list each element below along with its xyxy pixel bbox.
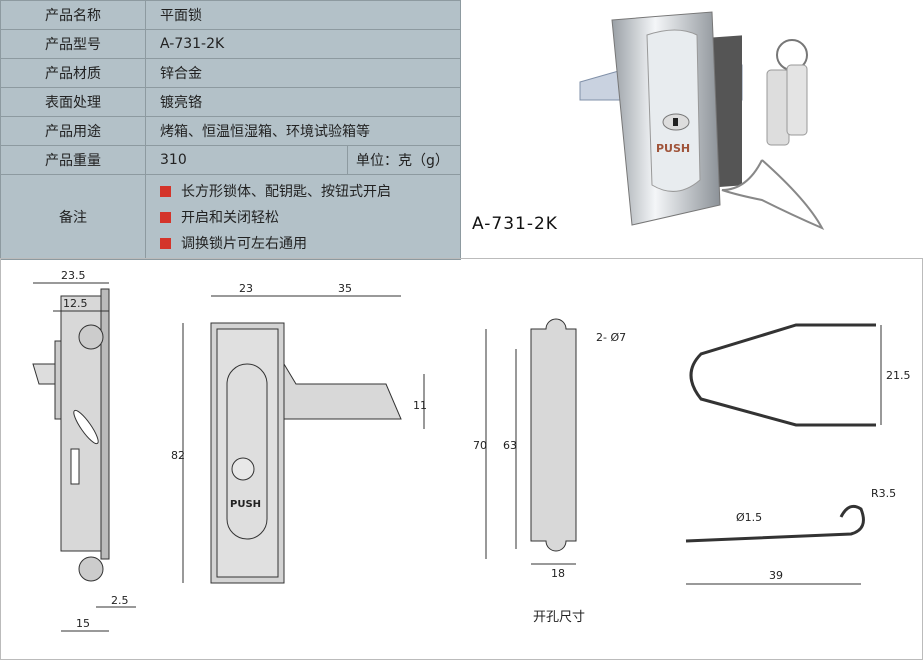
note-text: 开启和关闭轻松 xyxy=(181,210,279,226)
bullet-icon xyxy=(160,185,171,197)
dim-label: R3.5 xyxy=(871,487,896,500)
dim-label: 18 xyxy=(551,567,565,580)
row-value: 烤箱、恒温恒湿箱、环境试验箱等 xyxy=(145,116,461,146)
row-value: 锌合金 xyxy=(145,58,461,88)
product-photo: PUSH A-731-2K xyxy=(462,0,923,257)
side-view: 23.5 12.5 2.5 15 xyxy=(32,269,136,632)
note-text: 调换锁片可左右通用 xyxy=(181,236,307,252)
row-label: 产品材质 xyxy=(0,58,146,88)
technical-drawing: 23.5 12.5 2.5 15 PUSH 23 35 82 11 2- Ø7 … xyxy=(0,258,923,660)
table-row: 备注 长方形锁体、配钥匙、按钮式开启 开启和关闭轻松 调换锁片可左右通用 xyxy=(0,174,461,260)
notes-label: 备注 xyxy=(0,174,146,260)
bullet-icon xyxy=(160,211,171,223)
dim-label: 12.5 xyxy=(63,297,88,310)
weight-unit: 单位：克（g） xyxy=(347,145,461,175)
dim-label: 63 xyxy=(503,439,517,452)
lock-photo-illustration: PUSH xyxy=(579,11,825,231)
dim-label: 21.5 xyxy=(886,369,911,382)
dim-label: 82 xyxy=(171,449,185,462)
note-text: 长方形锁体、配钥匙、按钮式开启 xyxy=(181,184,391,200)
note-item: 开启和关闭轻松 xyxy=(160,204,460,230)
table-row: 产品用途烤箱、恒温恒湿箱、环境试验箱等 xyxy=(0,116,461,146)
row-label: 产品名称 xyxy=(0,0,146,30)
dim-label: 35 xyxy=(338,282,352,295)
row-label: 产品重量 xyxy=(0,145,146,175)
note-item: 长方形锁体、配钥匙、按钮式开启 xyxy=(160,178,460,204)
table-row: 产品名称平面锁 xyxy=(0,0,461,30)
row-value: 310 xyxy=(145,145,348,175)
dim-label: 2- Ø7 xyxy=(596,331,626,344)
cutout-caption: 开孔尺寸 xyxy=(533,610,585,625)
dim-label: 39 xyxy=(769,569,783,582)
row-value: 镀亮铬 xyxy=(145,87,461,117)
model-label: A-731-2K xyxy=(472,214,558,234)
notes-list: 长方形锁体、配钥匙、按钮式开启 开启和关闭轻松 调换锁片可左右通用 xyxy=(145,174,461,260)
push-label: PUSH xyxy=(230,499,261,510)
push-label: PUSH xyxy=(656,142,690,155)
row-label: 表面处理 xyxy=(0,87,146,117)
dim-label: 2.5 xyxy=(111,594,129,607)
dim-label: Ø1.5 xyxy=(736,511,762,524)
front-view: PUSH 23 35 82 11 xyxy=(171,282,427,584)
row-label: 产品型号 xyxy=(0,29,146,59)
spring-view: 21.5 Ø1.5 R3.5 39 xyxy=(685,323,911,585)
dim-label: 11 xyxy=(413,399,427,412)
cutout-view: 2- Ø7 70 63 18 开孔尺寸 xyxy=(473,318,626,625)
dim-label: 70 xyxy=(473,439,487,452)
table-row: 表面处理镀亮铬 xyxy=(0,87,461,117)
bullet-icon xyxy=(160,237,171,249)
dim-label: 15 xyxy=(76,617,90,630)
table-row: 产品材质锌合金 xyxy=(0,58,461,88)
row-value: A-731-2K xyxy=(145,29,461,59)
row-label: 产品用途 xyxy=(0,116,146,146)
row-value: 平面锁 xyxy=(145,0,461,30)
note-item: 调换锁片可左右通用 xyxy=(160,230,460,256)
dim-label: 23.5 xyxy=(61,269,86,282)
dim-label: 23 xyxy=(239,282,253,295)
